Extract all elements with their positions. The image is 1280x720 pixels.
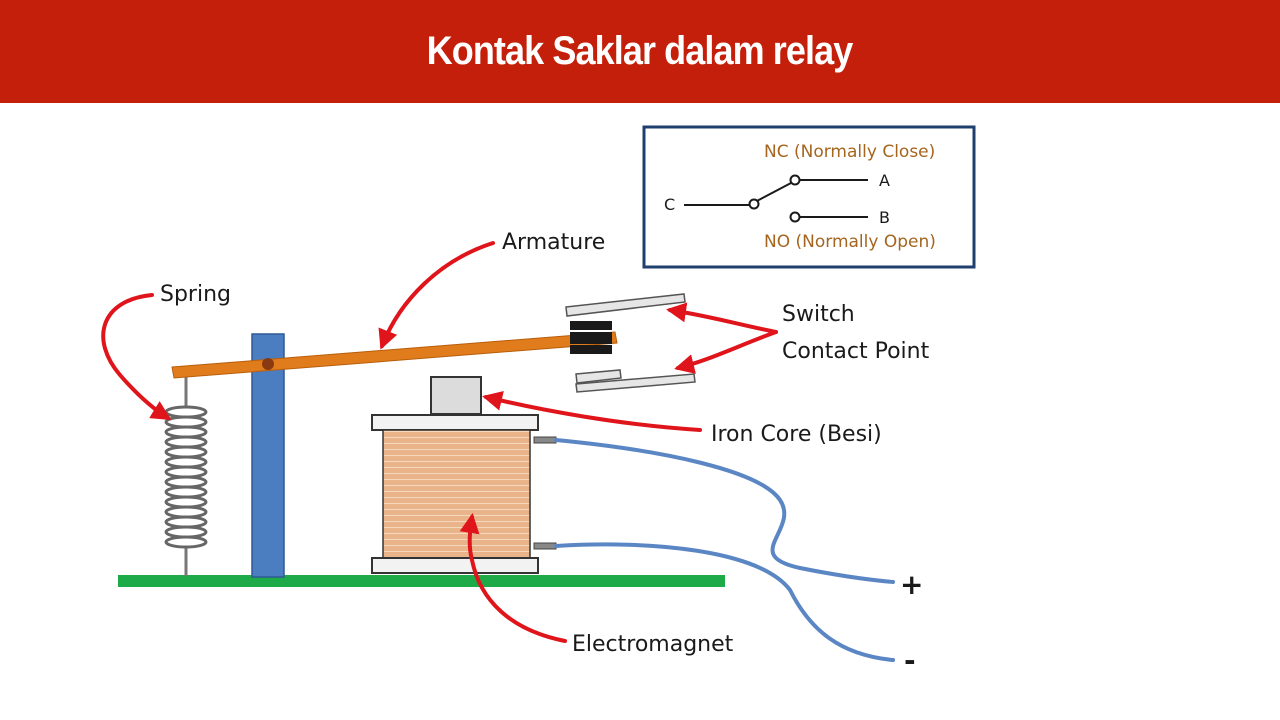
switch-label-line1: Switch [782, 302, 855, 327]
no-label: NO (Normally Open) [764, 232, 936, 252]
switch-arrow-upper [666, 302, 778, 334]
spring [164, 372, 208, 576]
terminal-a-label: A [879, 171, 890, 190]
switch-contacts [565, 293, 696, 393]
minus-terminal: - [904, 644, 916, 677]
terminal-b-label: B [879, 208, 890, 227]
armature-bar [171, 331, 618, 379]
electromagnet-label: Electromagnet [572, 632, 734, 657]
coil-wires [554, 438, 895, 662]
iron-core [430, 376, 482, 415]
armature-arrow [378, 241, 495, 350]
plus-terminal: + [900, 568, 923, 601]
base-board [118, 575, 725, 587]
spring-arrow [101, 293, 172, 421]
electromagnet-coil [371, 414, 557, 574]
iron-core-label: Iron Core (Besi) [711, 422, 882, 447]
switch-symbol-inset: NC (Normally Close) NO (Normally Open) C… [642, 125, 976, 269]
switch-label-line2: Contact Point [782, 339, 930, 364]
armature-contact [570, 321, 612, 354]
iron-core-arrow [482, 391, 702, 432]
pivot-post [251, 333, 285, 578]
nc-label: NC (Normally Close) [764, 142, 935, 162]
title-banner: Kontak Saklar dalam relay [0, 0, 1280, 103]
spring-label: Spring [160, 282, 231, 307]
armature-label: Armature [502, 230, 605, 255]
electromagnet-arrow [459, 513, 567, 643]
callout-arrows [101, 241, 778, 643]
terminal-c-label: C [664, 195, 675, 214]
switch-arrow-lower [674, 330, 778, 374]
page-title: Kontak Saklar dalam relay [427, 29, 854, 73]
